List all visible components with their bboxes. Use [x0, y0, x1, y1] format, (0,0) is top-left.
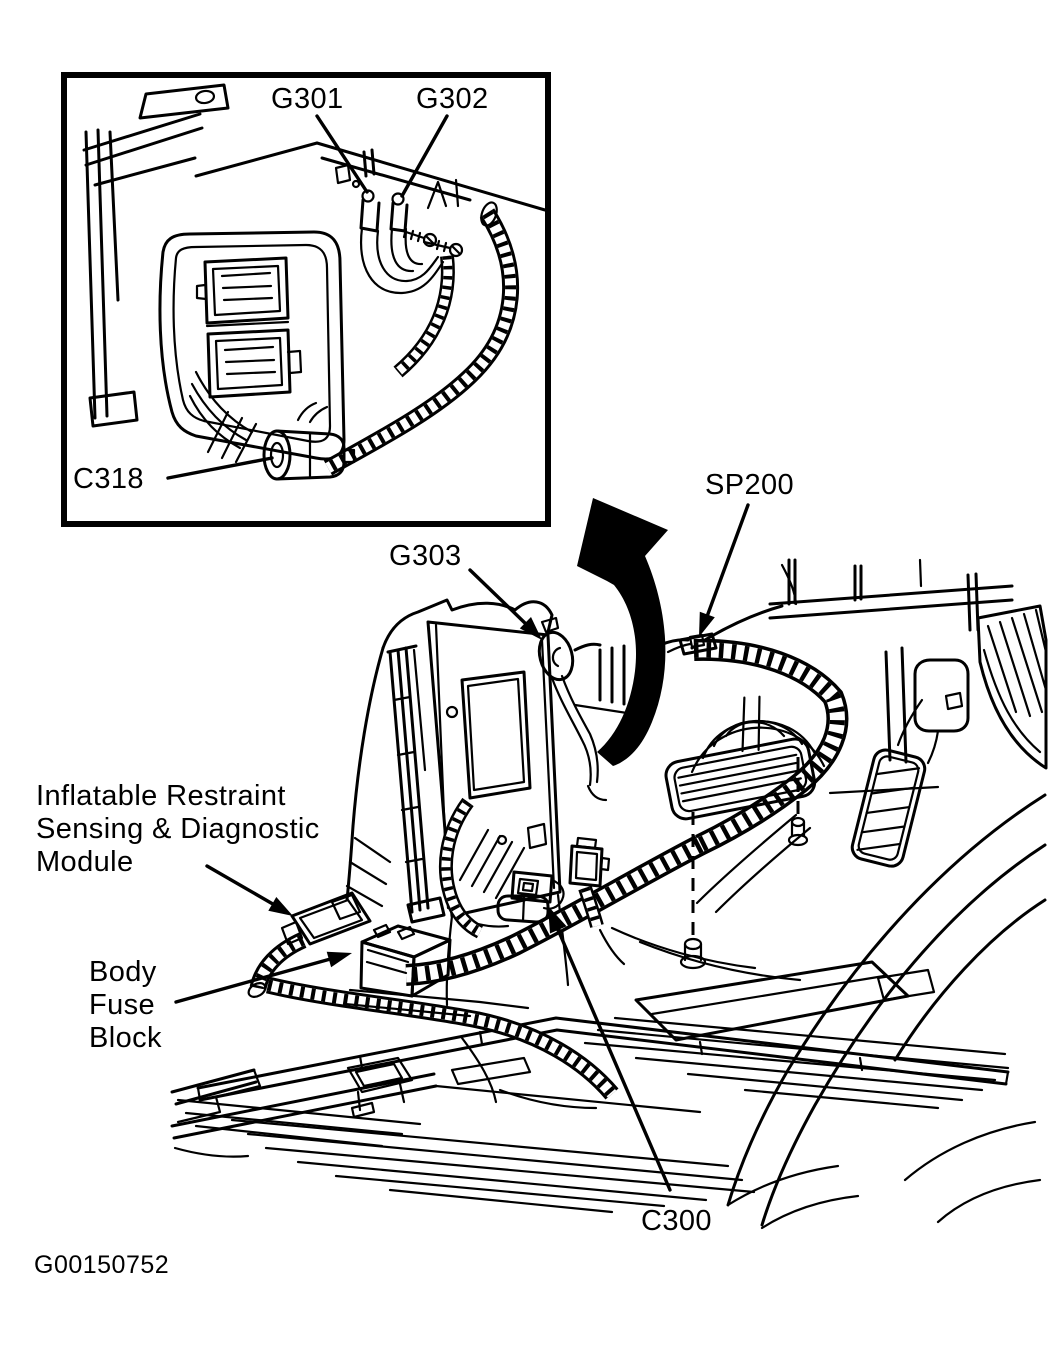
mount-bolts-dashed-locators: [679, 757, 809, 970]
main-harness-conduit: [258, 650, 837, 1094]
label-c318: C318: [73, 463, 144, 495]
label-line: Body: [89, 956, 157, 988]
label-inflatable-restraint-module: Inflatable Restraint Sensing & Diagnosti…: [36, 780, 320, 879]
inset-connector-c318: [262, 401, 356, 481]
label-line: Fuse: [89, 989, 156, 1021]
ground-g303: [537, 616, 608, 802]
jump-arrow: [577, 498, 668, 766]
body-fuse-block: [343, 923, 530, 1018]
inset-pillar-structure: [82, 83, 230, 428]
inset-leader-lines: [166, 114, 449, 480]
brake-pedal: [664, 695, 817, 821]
label-line: Sensing & Diagnostic: [36, 813, 320, 845]
inset-braided-conduit: [328, 201, 511, 468]
accelerator-pedal: [850, 698, 927, 868]
splice-sp200: [666, 632, 718, 656]
label-body-fuse-block: Body Fuse Block: [89, 956, 162, 1055]
sdm-inflatable-restraint-module: [247, 891, 372, 998]
inset-box: [61, 72, 551, 527]
main-pillar-brace: [386, 644, 446, 924]
label-g302: G302: [416, 83, 489, 115]
inset-ground-terminals-g301-g302: [359, 189, 464, 295]
connector-c300-group: [496, 836, 626, 966]
inset-module-housing: [158, 230, 346, 461]
label-g301: G301: [271, 83, 344, 115]
label-line: Inflatable Restraint: [36, 780, 286, 812]
label-line: Block: [89, 1022, 162, 1054]
floor-pan: [170, 960, 1010, 1214]
label-c300: C300: [641, 1205, 712, 1237]
callout-leader-lines: [174, 503, 750, 1192]
label-line: Module: [36, 846, 134, 878]
figure-id: G00150752: [34, 1251, 170, 1279]
label-g303: G303: [389, 540, 462, 572]
label-sp200: SP200: [705, 469, 795, 501]
